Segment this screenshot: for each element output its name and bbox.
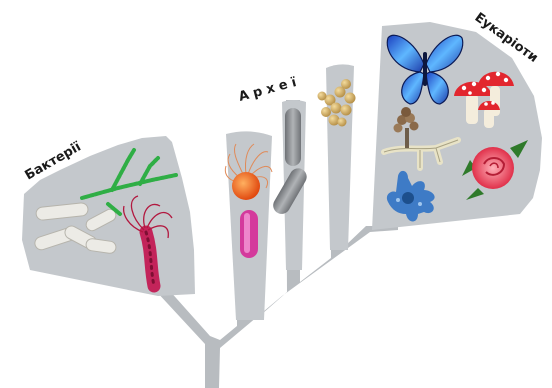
rod-archaeon-icon xyxy=(240,210,258,258)
